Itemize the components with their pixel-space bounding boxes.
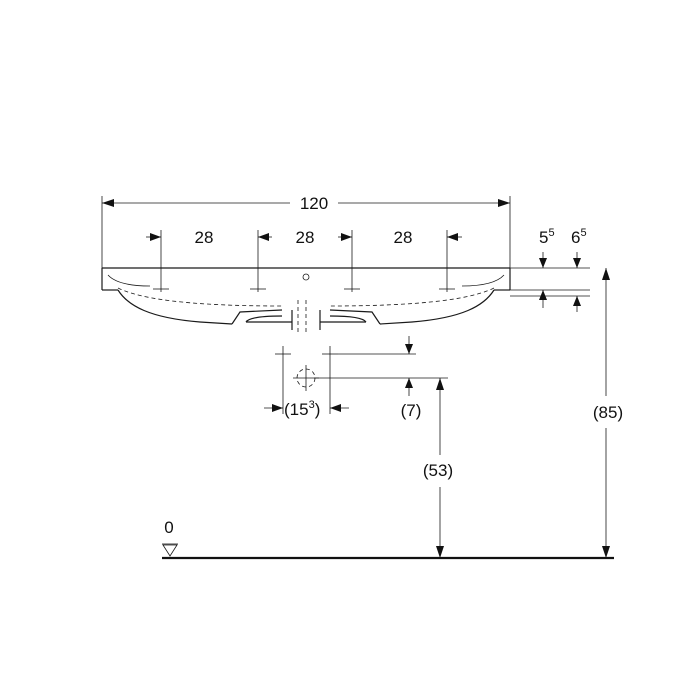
drain-spacing-sup: 3 [309, 399, 315, 411]
spacing-left-label: 28 [195, 228, 214, 247]
drain-spacing-label: (153) [284, 399, 320, 419]
arrowhead-spacing-right [447, 233, 458, 241]
rim-a-sup: 5 [548, 227, 554, 239]
arrowhead-spacing-mid-left [258, 233, 269, 241]
arrowhead-left [102, 199, 114, 207]
arrowhead-offset-top [405, 344, 413, 354]
rim-b-label: 65 [571, 227, 587, 247]
level-triangle-icon [162, 543, 178, 557]
rim-a-base: 5 [539, 228, 548, 247]
floor-level-label: 0 [164, 518, 173, 537]
arrowhead-drain-height-bottom [436, 546, 444, 558]
dimension-tap-spacing: 28 28 28 [146, 228, 462, 292]
arrowhead-spacing-mid-right [341, 233, 352, 241]
rim-a-label: 55 [539, 227, 555, 247]
arrowhead-offset-bottom [405, 378, 413, 388]
dimension-rim-height: (85) [593, 268, 623, 558]
spacing-right-label: 28 [394, 228, 413, 247]
drain-height-label: (53) [423, 461, 453, 480]
arrowhead-drain-right [330, 404, 341, 412]
dimension-drain-offset: (7) [314, 336, 448, 420]
arrowhead-drain-height-top [436, 378, 444, 390]
drain-spacing-base: (15 [284, 400, 309, 419]
spacing-middle-label: 28 [296, 228, 315, 247]
arrowhead-rim-height-bottom [602, 546, 610, 558]
arrowhead-rim-height-top [602, 268, 610, 280]
total-width-label: 120 [300, 194, 328, 213]
dimension-drain-height: (53) [423, 378, 453, 558]
dimension-total-width: 120 [101, 194, 511, 268]
supply-marker-left [275, 346, 291, 362]
overflow-hole [302, 273, 310, 281]
arrowhead-rim-a-bottom [539, 290, 547, 300]
arrowhead-rim-b-top [573, 258, 581, 268]
basin-outline [101, 267, 511, 332]
arrowhead-rim-b-bottom [573, 296, 581, 306]
arrowhead-right [498, 199, 510, 207]
rim-b-base: 6 [571, 228, 580, 247]
drain-offset-label: (7) [401, 401, 422, 420]
dimension-drain-spacing: (153) [264, 399, 349, 419]
arrowhead-spacing-left [150, 233, 161, 241]
arrowhead-drain-left [272, 404, 283, 412]
rim-height-label: (85) [593, 403, 623, 422]
dimension-rim-thickness: 55 65 [510, 227, 590, 312]
floor-reference: 0 [162, 518, 614, 560]
supply-marker-right [322, 346, 338, 362]
rim-b-sup: 5 [580, 227, 586, 239]
drain-spacing-close: ) [315, 400, 321, 419]
arrowhead-rim-a-top [539, 258, 547, 268]
